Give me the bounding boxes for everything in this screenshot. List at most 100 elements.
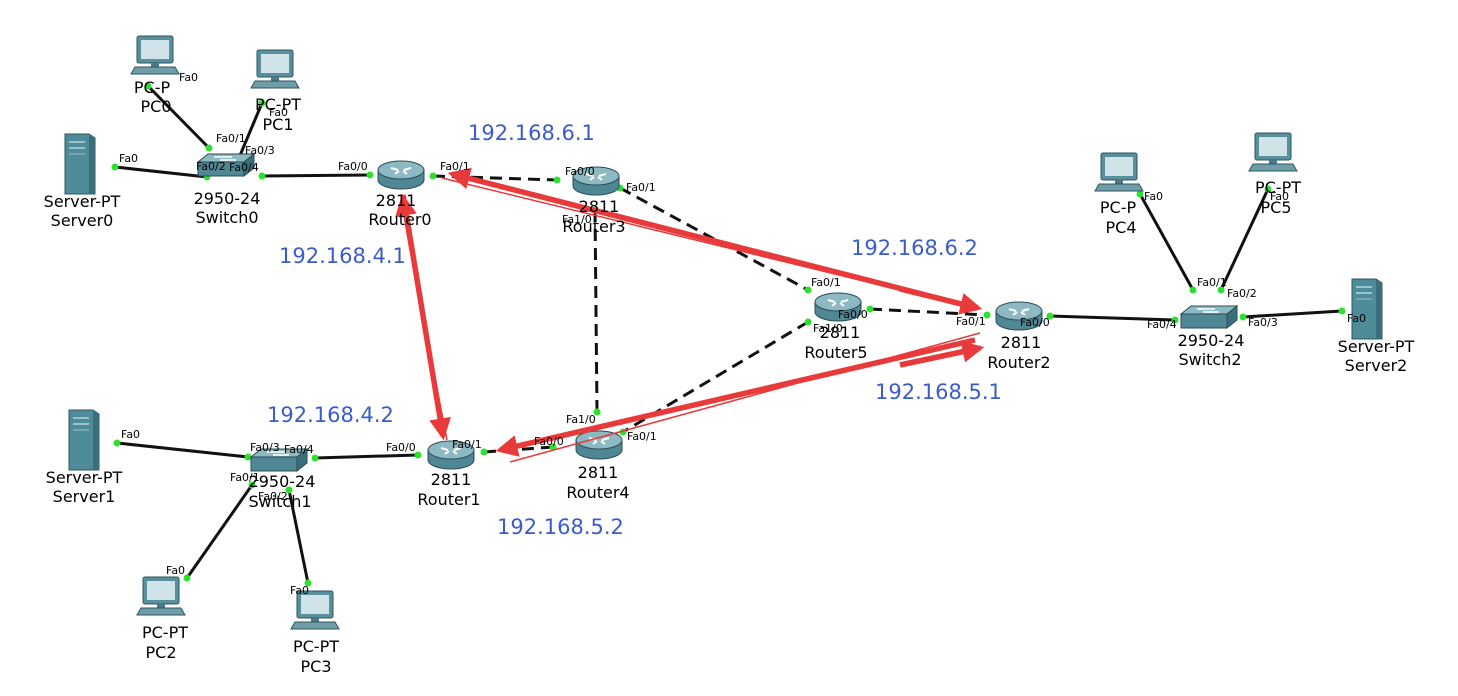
device-name: PC1 bbox=[263, 115, 294, 134]
device-name: Router3 bbox=[562, 217, 625, 236]
port-label: Fa0/1 bbox=[216, 132, 246, 145]
port-label: Fa0/0 bbox=[565, 165, 595, 178]
router-icon bbox=[377, 160, 425, 190]
cable-server1-switch1 bbox=[116, 441, 249, 459]
cable-router3-router4 bbox=[593, 209, 599, 413]
port-label: Fa0/4 bbox=[229, 161, 259, 174]
device-name: Router0 bbox=[368, 210, 431, 229]
device-model: 2811 bbox=[578, 463, 619, 482]
pc-icon bbox=[136, 576, 186, 616]
router0[interactable] bbox=[377, 160, 425, 190]
port-label: Fa0 bbox=[1347, 312, 1366, 325]
device-labels: PC-P PC0 PC-PT PC1 Server-PT Server0 295… bbox=[44, 78, 1415, 676]
pc0[interactable] bbox=[130, 35, 180, 75]
server-icon bbox=[68, 409, 100, 471]
pc5[interactable] bbox=[1248, 132, 1298, 172]
device-name: Switch2 bbox=[1178, 350, 1241, 369]
server-icon bbox=[64, 133, 96, 195]
pc-icon bbox=[1094, 152, 1144, 192]
port-label: Fa1/0 bbox=[566, 413, 596, 426]
pc1[interactable] bbox=[250, 49, 300, 89]
ip-labels: 192.168.6.1 192.168.6.2 192.168.4.1 192.… bbox=[267, 121, 1002, 539]
pc-icon bbox=[130, 35, 180, 75]
arrow-router0-router2-head bbox=[899, 286, 983, 315]
port-label: Fa0/1 bbox=[626, 181, 656, 194]
port-label: Fa0 bbox=[119, 152, 138, 165]
port-label: Fa0/0 bbox=[838, 308, 868, 321]
port-label: Fa0 bbox=[121, 428, 140, 441]
server-icon bbox=[1351, 278, 1383, 340]
port-label: Fa0/4 bbox=[284, 443, 314, 456]
device-name: PC4 bbox=[1106, 218, 1137, 237]
port-label: Fa0/2 bbox=[258, 490, 288, 503]
server2[interactable] bbox=[1351, 278, 1383, 340]
cable-switch0-router0 bbox=[261, 173, 371, 178]
port-label: Fa0/3 bbox=[245, 144, 275, 157]
server1[interactable] bbox=[68, 409, 100, 471]
cable-pc3-switch1 bbox=[287, 489, 310, 584]
device-model: 2811 bbox=[376, 191, 417, 210]
device-model: PC-P bbox=[1100, 198, 1137, 217]
port-label: Fa0/0 bbox=[534, 435, 564, 448]
port-label: Fa1/0 bbox=[813, 322, 843, 335]
cable-server2-switch2 bbox=[1242, 309, 1343, 319]
device-name: PC2 bbox=[146, 643, 177, 662]
device-model: Server-PT bbox=[1338, 337, 1415, 356]
port-label: Fa0/0 bbox=[386, 441, 416, 454]
device-model: PC-PT bbox=[293, 637, 339, 656]
arrow-router1-router2-head bbox=[899, 340, 985, 368]
port-label: Fa0/3 bbox=[1248, 316, 1278, 329]
port-label: Fa0/0 bbox=[1020, 316, 1050, 329]
device-name: Router1 bbox=[417, 490, 480, 509]
device-model: 2811 bbox=[579, 197, 620, 216]
port-label: Fa0/2 bbox=[1227, 287, 1257, 300]
switch2[interactable] bbox=[1180, 305, 1238, 329]
device-name: Server2 bbox=[1345, 356, 1408, 375]
port-label: Fa0 bbox=[1270, 190, 1289, 203]
cable-pc0-switch0 bbox=[146, 84, 211, 150]
cable-pc2-switch1 bbox=[185, 484, 254, 579]
device-name: PC5 bbox=[1261, 198, 1292, 217]
ip-label-router0-router1: 192.168.4.1 bbox=[279, 244, 406, 268]
router4[interactable] bbox=[575, 430, 623, 460]
server0[interactable] bbox=[64, 133, 96, 195]
pc-icon bbox=[1248, 132, 1298, 172]
port-label: Fa0 bbox=[269, 106, 288, 119]
port-label: Fa0/4 bbox=[1147, 318, 1177, 331]
port-label: Fa0/0 bbox=[338, 160, 368, 173]
device-model: PC-P bbox=[134, 78, 171, 97]
device-model: Server-PT bbox=[44, 192, 121, 211]
pc2[interactable] bbox=[136, 576, 186, 616]
ip-label-router1-router0: 192.168.4.2 bbox=[267, 403, 394, 427]
arrow-router1-router0-head bbox=[395, 193, 417, 251]
device-name: Server1 bbox=[53, 487, 116, 506]
port-label: Fa0/1 bbox=[811, 276, 841, 289]
device-name: Router2 bbox=[987, 353, 1050, 372]
cable-router1-router4 bbox=[483, 445, 554, 454]
ip-label-router0-router2: 192.168.6.1 bbox=[468, 121, 595, 145]
port-label: Fa1/0 bbox=[562, 213, 592, 226]
device-model: 2811 bbox=[820, 323, 861, 342]
port-dots bbox=[111, 82, 1346, 587]
port-label: Fa0/1 bbox=[230, 471, 260, 484]
pc4[interactable] bbox=[1094, 152, 1144, 192]
port-label: Fa0/2 bbox=[196, 160, 226, 173]
device-model: PC-PT bbox=[255, 95, 301, 114]
ip-label-router2-router1: 192.168.5.1 bbox=[875, 380, 1002, 404]
arrow-router2-router0-thick bbox=[447, 167, 966, 308]
device-name: Router4 bbox=[566, 483, 629, 502]
device-name: Router5 bbox=[804, 343, 867, 362]
device-name: Switch1 bbox=[248, 492, 311, 511]
ip-label-router2-router0: 192.168.6.2 bbox=[851, 236, 978, 260]
device-model: PC-PT bbox=[1255, 178, 1301, 197]
arrow-router2-router1-thick bbox=[495, 337, 976, 457]
cable-switch1-router1 bbox=[314, 453, 419, 460]
port-label: Fa0 bbox=[179, 71, 198, 84]
device-name: PC0 bbox=[141, 97, 172, 116]
device-model: 2950-24 bbox=[1178, 331, 1245, 350]
port-label: Fa0/3 bbox=[250, 441, 280, 454]
port-label: Fa0 bbox=[166, 564, 185, 577]
device-model: 2811 bbox=[1001, 333, 1042, 352]
device-name: PC3 bbox=[301, 657, 332, 676]
